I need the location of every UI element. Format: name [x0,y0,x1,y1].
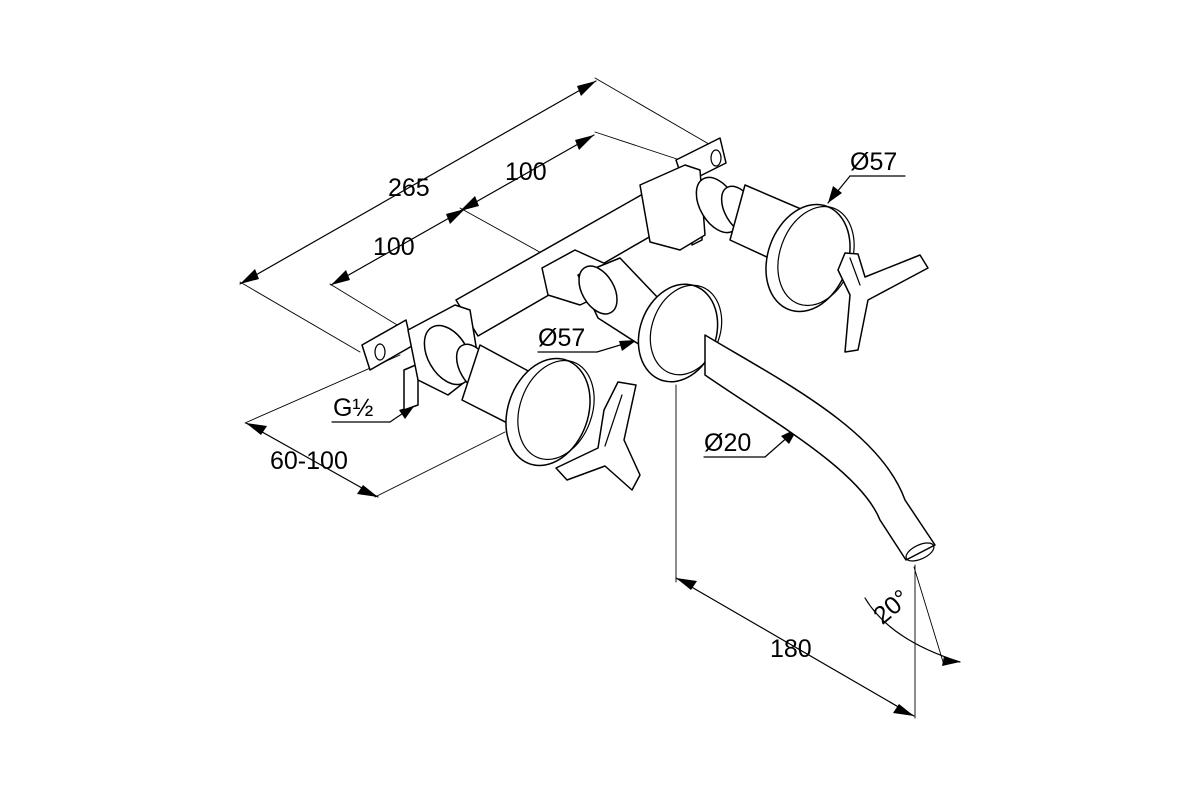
dimension-20-degrees [864,566,961,666]
cross-handle-left [555,381,641,491]
dim-180-label: 180 [770,635,812,663]
dim-20-degree-label: 20° [868,584,915,630]
cross-handle-right [837,252,929,353]
dimension-100-lower [329,208,466,346]
rosette-center [637,283,723,383]
dim-60-100-label: 60-100 [270,447,348,475]
mounting-bracket-left [361,319,419,411]
dim-g-half-label: G½ [333,394,373,422]
dim-100-lower-label: 100 [373,233,415,261]
dim-100-upper-label: 100 [505,158,547,186]
dim-265-label: 265 [388,174,430,202]
dimension-100-upper [459,131,696,256]
dim-diameter-20-label: Ø20 [704,429,751,457]
spout [704,334,936,562]
dim-diameter-57-center-label: Ø57 [538,324,585,352]
valve-body-left [407,304,546,433]
rosette-left [505,357,595,467]
dim-diameter-57-right-label: Ø57 [850,148,897,176]
dimension-265 [239,77,715,353]
dimension-180 [675,384,916,719]
